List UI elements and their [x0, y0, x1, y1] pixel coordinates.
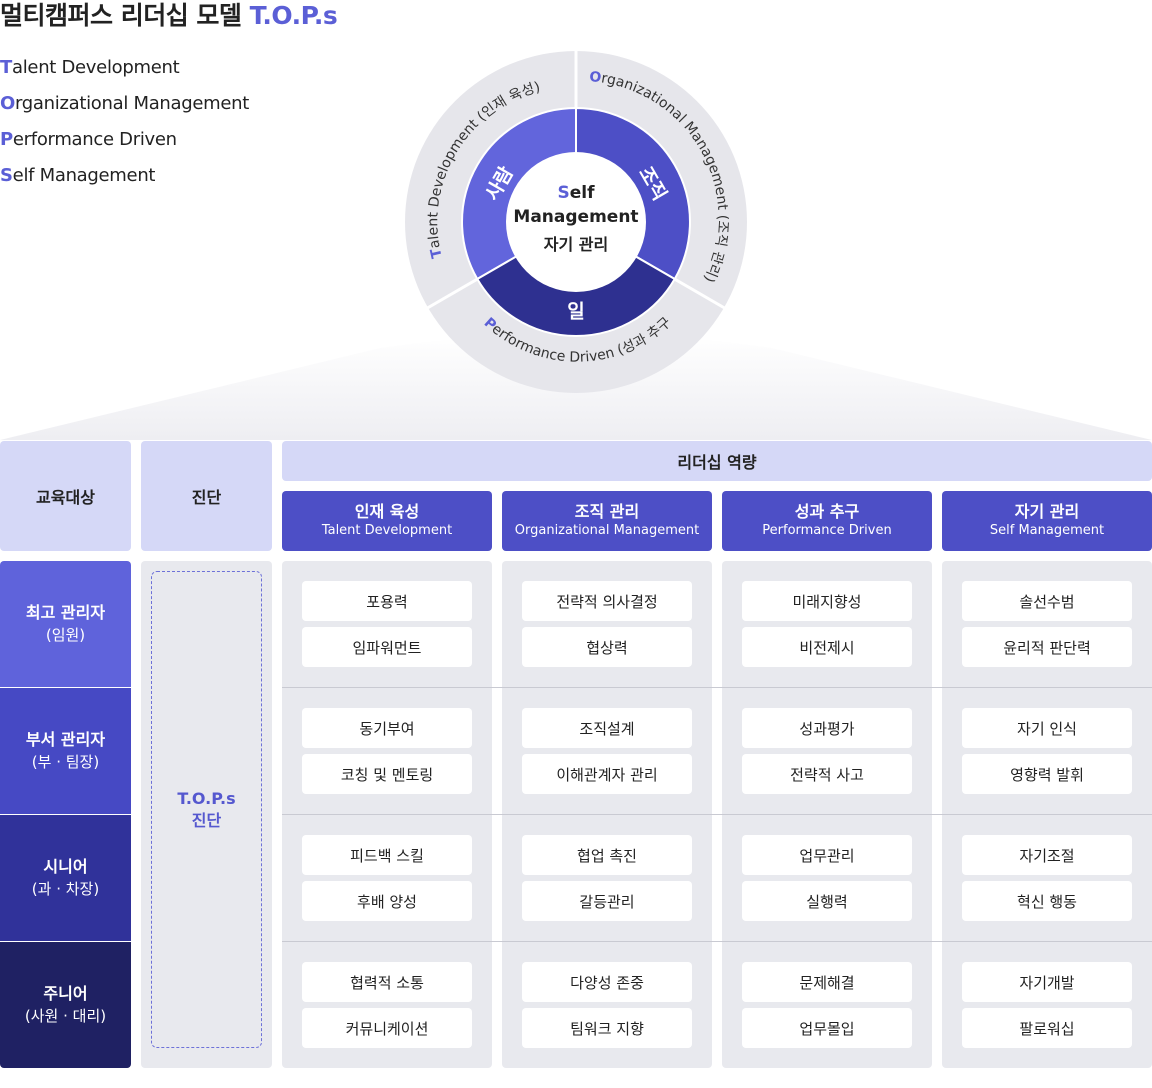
competency-item: 협력적 소통 [302, 962, 472, 1002]
segment-label-work: 일 [567, 301, 584, 323]
competency-item: 협업 촉진 [522, 835, 692, 875]
row-separator [282, 941, 1152, 942]
competency-item: 윤리적 판단력 [962, 627, 1132, 667]
row-separator [282, 814, 1152, 815]
row-separator [282, 687, 1152, 688]
target-executive: 최고 관리자(임원) [0, 561, 131, 687]
competency-item: 업무관리 [742, 835, 912, 875]
title-main: 멀티캠퍼스 리더십 모델 [0, 1, 242, 30]
center-label-self: Self [557, 183, 595, 203]
competency-item: 갈등관리 [522, 881, 692, 921]
competency-item: 후배 양성 [302, 881, 472, 921]
competency-item: 자기조절 [962, 835, 1132, 875]
competency-item: 이해관계자 관리 [522, 754, 692, 794]
header-target: 교육대상 [0, 441, 131, 551]
competency-item: 전략적 의사결정 [522, 581, 692, 621]
legend-item-self: Self Management [0, 165, 156, 186]
competency-item: 임파워먼트 [302, 627, 472, 667]
competency-item: 협상력 [522, 627, 692, 667]
competency-item: 자기개발 [962, 962, 1132, 1002]
competency-item: 포용력 [302, 581, 472, 621]
competency-item: 커뮤니케이션 [302, 1008, 472, 1048]
competency-item: 조직설계 [522, 708, 692, 748]
legend-item-perf: Performance Driven [0, 129, 177, 150]
competency-item: 피드백 스킬 [302, 835, 472, 875]
competency-item: 전략적 사고 [742, 754, 912, 794]
competency-item: 비전제시 [742, 627, 912, 667]
legend-item-org: Organizational Management [0, 93, 250, 114]
competency-item: 동기부여 [302, 708, 472, 748]
target-junior: 주니어(사원 · 대리) [0, 942, 131, 1068]
page-title: 멀티캠퍼스 리더십 모델 T.O.P.s [0, 0, 338, 32]
competency-item: 팀워크 지향 [522, 1008, 692, 1048]
title-accent: T.O.P.s [249, 1, 338, 30]
competency-item: 다양성 존중 [522, 962, 692, 1002]
center-circle [506, 152, 646, 292]
legend-item-talent: Talent Development [0, 57, 180, 78]
competency-item: 코칭 및 멘토링 [302, 754, 472, 794]
header-competency: 리더십 역량 [282, 441, 1152, 481]
competency-item: 문제해결 [742, 962, 912, 1002]
competency-item: 미래지향성 [742, 581, 912, 621]
competency-item: 솔선수범 [962, 581, 1132, 621]
center-label-ko: 자기 관리 [544, 235, 608, 254]
competency-item: 영향력 발휘 [962, 754, 1132, 794]
target-dept-manager: 부서 관리자(부 · 팀장) [0, 688, 131, 814]
header-diagnosis: 진단 [141, 441, 272, 551]
competency-item: 팔로워십 [962, 1008, 1132, 1048]
competency-item: 실행력 [742, 881, 912, 921]
target-senior: 시니어(과 · 차장) [0, 815, 131, 941]
competency-item: 자기 인식 [962, 708, 1132, 748]
tops-wheel: Talent Development (인재 육성) Organizationa… [0, 0, 1152, 440]
diagnosis-panel [141, 561, 272, 1068]
legend: Talent Development Organizational Manage… [0, 50, 249, 194]
competency-item: 업무몰입 [742, 1008, 912, 1048]
competency-item: 혁신 행동 [962, 881, 1132, 921]
center-label-management: Management [513, 207, 638, 227]
competency-item: 성과평가 [742, 708, 912, 748]
